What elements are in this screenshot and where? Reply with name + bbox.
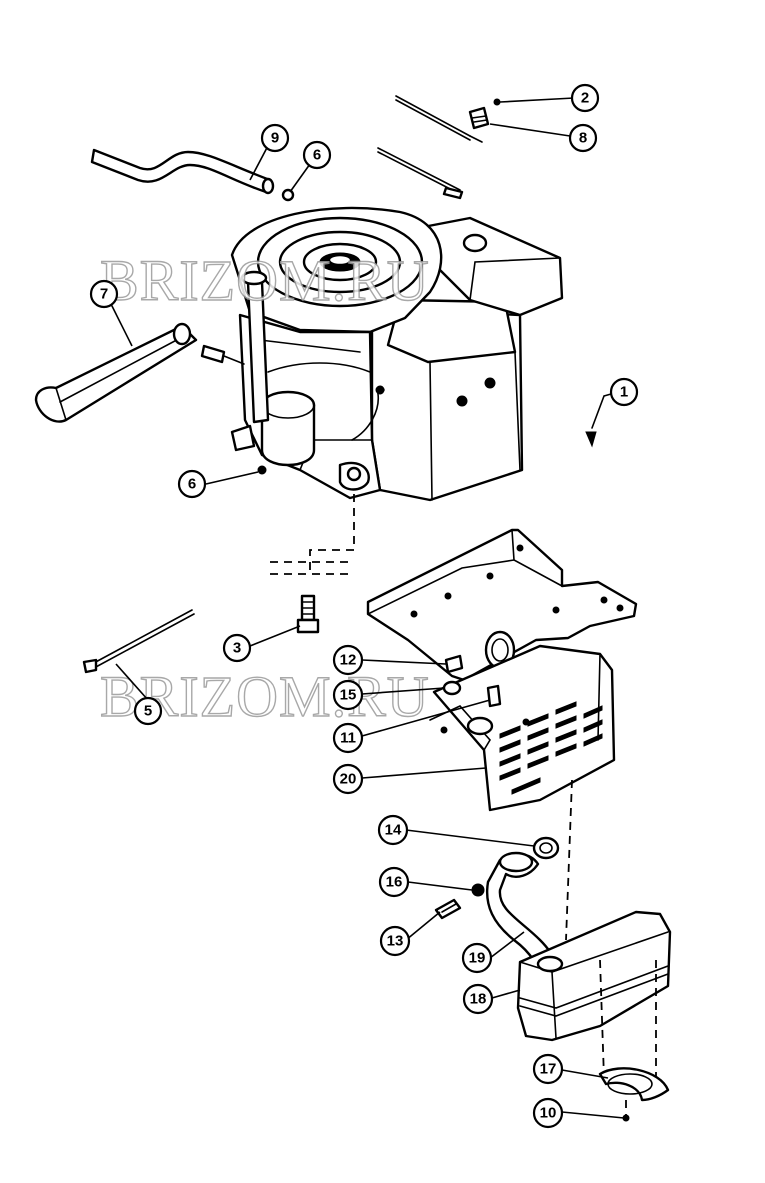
callout-8: 8 — [568, 123, 598, 153]
svg-text:1: 1 — [620, 384, 628, 401]
svg-text:15: 15 — [340, 687, 357, 704]
callout-6-top: 6 — [302, 140, 332, 170]
muffler-bracket-part — [598, 1067, 670, 1102]
svg-text:2: 2 — [581, 90, 589, 107]
svg-text:9: 9 — [271, 130, 279, 147]
svg-text:10: 10 — [540, 1105, 557, 1122]
svg-text:6: 6 — [313, 147, 321, 164]
svg-text:11: 11 — [340, 730, 356, 747]
callout-13: 13 — [379, 925, 411, 957]
callout-11: 11 — [332, 722, 364, 754]
callout-19: 19 — [461, 942, 493, 974]
svg-text:18: 18 — [470, 991, 487, 1008]
exhaust-deflector-part — [34, 322, 198, 423]
watermark-top: BRIZOM.RU — [100, 248, 430, 313]
engine-assembly — [200, 206, 564, 502]
callout-16: 16 — [378, 866, 410, 898]
svg-text:13: 13 — [387, 933, 404, 950]
svg-text:5: 5 — [144, 703, 152, 720]
callout-12: 12 — [332, 644, 364, 676]
exhaust-pipe-part — [485, 851, 559, 984]
callout-7: 7 — [89, 279, 119, 309]
svg-text:7: 7 — [100, 286, 108, 303]
spark-plug-part — [585, 395, 605, 448]
clamp-top-part — [281, 188, 295, 202]
callout-1: 1 — [609, 377, 639, 407]
svg-text:20: 20 — [340, 771, 357, 788]
svg-text:19: 19 — [469, 950, 486, 967]
callout-9: 9 — [260, 123, 290, 153]
callout-6-bottom: 6 — [177, 469, 207, 499]
cable-part — [82, 609, 195, 674]
callout-10: 10 — [532, 1097, 564, 1129]
dipstick-tube-part — [90, 148, 275, 195]
callout-3: 3 — [222, 633, 252, 663]
heat-shield-part — [429, 644, 616, 812]
svg-text:6: 6 — [188, 476, 196, 493]
svg-text:14: 14 — [385, 822, 402, 839]
svg-text:17: 17 — [540, 1061, 557, 1078]
callout-2: 2 — [570, 83, 600, 113]
svg-text:16: 16 — [386, 874, 403, 891]
leader-lines — [109, 97, 625, 1119]
callout-15: 15 — [332, 679, 364, 711]
engine-bolt-part — [296, 594, 320, 634]
svg-text:12: 12 — [340, 652, 357, 669]
callout-17: 17 — [532, 1053, 564, 1085]
callout-20: 20 — [332, 763, 364, 795]
mounting-plate — [366, 528, 638, 682]
exhaust-hardware — [434, 836, 560, 920]
callout-18: 18 — [462, 983, 494, 1015]
callout-14: 14 — [377, 814, 409, 846]
svg-text:3: 3 — [233, 640, 241, 657]
throttle-parts — [377, 95, 501, 200]
muffler-part — [516, 910, 672, 1042]
svg-text:8: 8 — [579, 130, 587, 147]
callout-5: 5 — [133, 696, 163, 726]
